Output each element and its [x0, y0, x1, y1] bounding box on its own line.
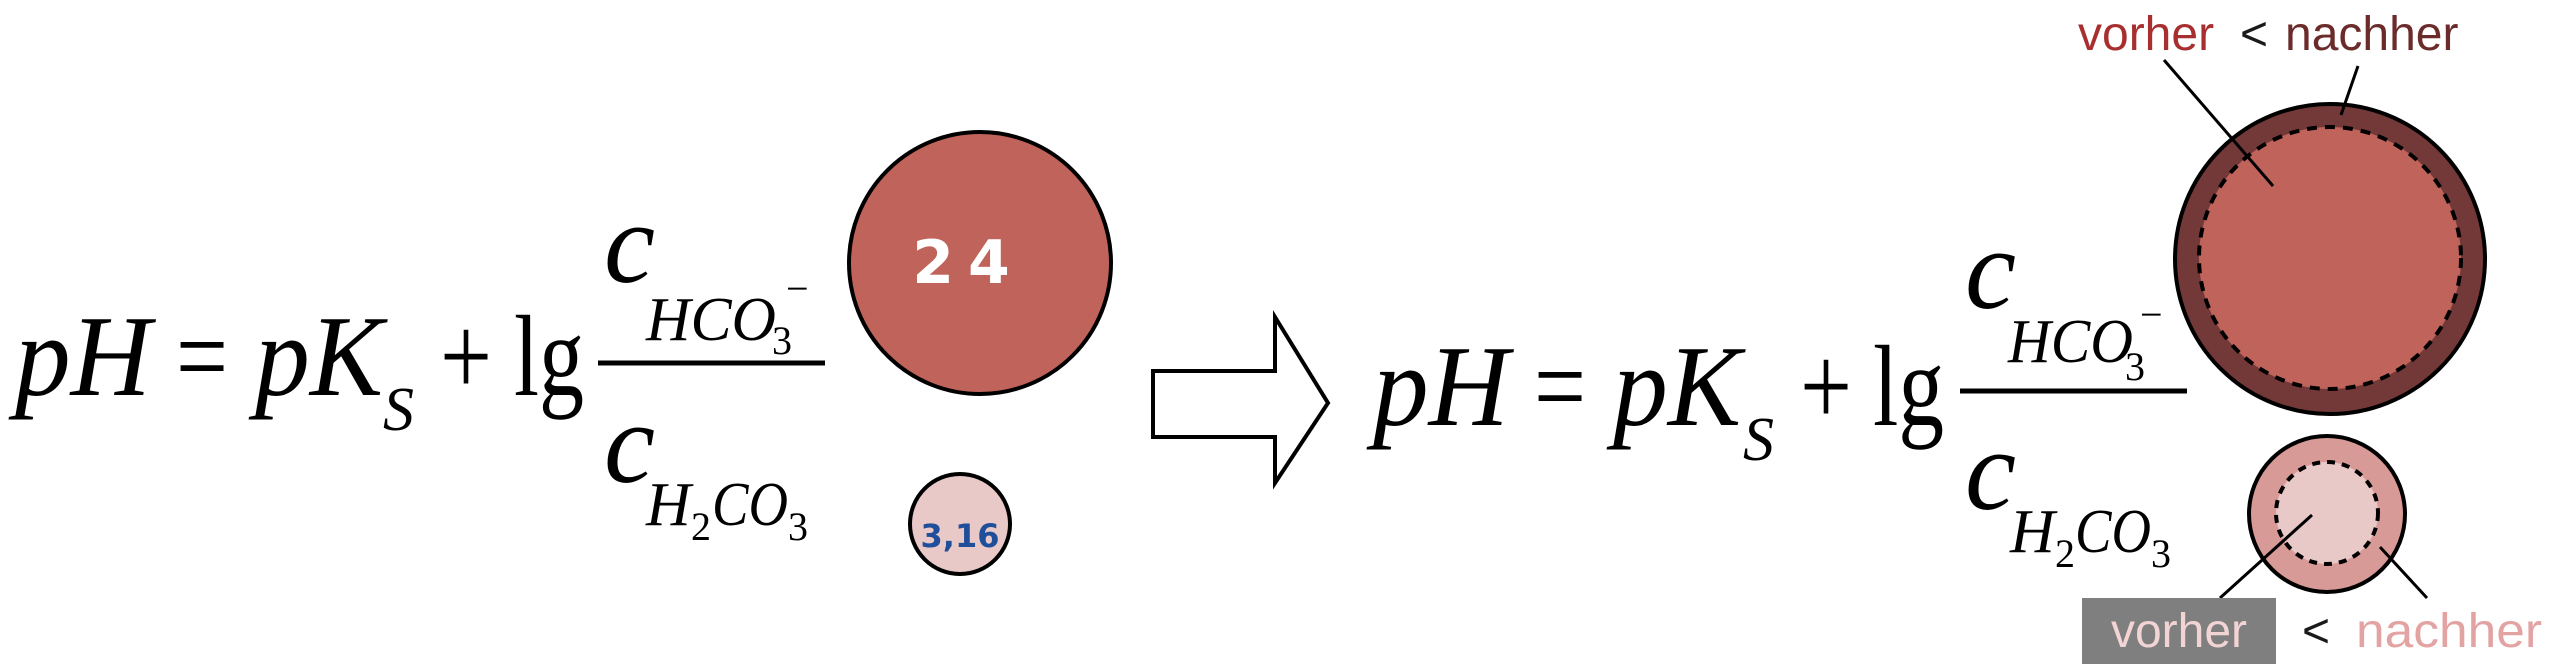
leader-line	[2162, 59, 2275, 187]
bicarbonate-before-circle	[2197, 125, 2463, 391]
pk-term: pK	[1606, 323, 1746, 450]
denominator-index-3: 3	[788, 504, 808, 549]
carbonic-acid-before-circle	[2274, 460, 2380, 566]
equation-after: pH = pK S + lg c HCO 3 − c H 2 CO 3 vorh…	[1366, 8, 2542, 664]
equals-sign: =	[176, 293, 228, 420]
numerator-index: 3	[2125, 344, 2145, 389]
bottom-label-after: nachher	[2356, 605, 2542, 658]
denominator-concentration-symbol: c	[604, 380, 655, 507]
numerator-species: HCO	[645, 286, 776, 354]
numerator-concentration-symbol: c	[1965, 206, 2016, 333]
plus-sign: +	[1800, 323, 1852, 450]
leader-line	[2378, 545, 2429, 600]
denominator-species-h: H	[2009, 498, 2058, 566]
denominator-species-co: CO	[712, 471, 788, 539]
denominator-index-2: 2	[2055, 531, 2075, 576]
top-label-less-than: <	[2240, 8, 2268, 61]
denominator-index-3: 3	[2151, 531, 2171, 576]
denominator-concentration-symbol: c	[1965, 407, 2016, 534]
top-label-before: vorher	[2078, 8, 2214, 61]
bicarbonate-circle	[847, 130, 1113, 396]
carbonic-acid-value: 3,16	[921, 517, 1000, 555]
equation-before: pH = pK S + lg c HCO 3 − c H 2 CO 3 24 3…	[8, 130, 1113, 576]
denominator-index-2: 2	[691, 504, 711, 549]
pk-term: pK	[248, 293, 388, 420]
denominator-species-h: H	[645, 471, 694, 539]
carbonic-acid-circle	[908, 472, 1012, 576]
numerator-charge: −	[786, 266, 809, 311]
numerator-species: HCO	[2007, 308, 2133, 376]
numerator-concentration-symbol: c	[604, 180, 655, 307]
bicarbonate-value: 24	[912, 228, 1024, 298]
equals-sign: =	[1534, 323, 1586, 450]
plus-sign: +	[440, 293, 492, 420]
right-arrow-icon	[1151, 309, 1331, 490]
leader-line	[2339, 65, 2360, 116]
pk-subscript: S	[383, 376, 414, 444]
bottom-label-before-box	[2082, 598, 2276, 664]
pk-subscript: S	[1743, 406, 1774, 474]
log-term: lg	[1873, 323, 1944, 450]
bottom-label-before: vorher	[2111, 605, 2247, 658]
bottom-label-less-than: <	[2302, 605, 2330, 658]
numerator-index: 3	[772, 318, 792, 363]
leader-line	[2218, 513, 2314, 600]
ph-term: pH	[1366, 323, 1515, 450]
top-label-after: nachher	[2285, 8, 2458, 61]
denominator-species-co: CO	[2075, 498, 2151, 566]
log-term: lg	[514, 293, 584, 420]
ph-term: pH	[8, 293, 157, 420]
numerator-charge: −	[2140, 292, 2163, 337]
